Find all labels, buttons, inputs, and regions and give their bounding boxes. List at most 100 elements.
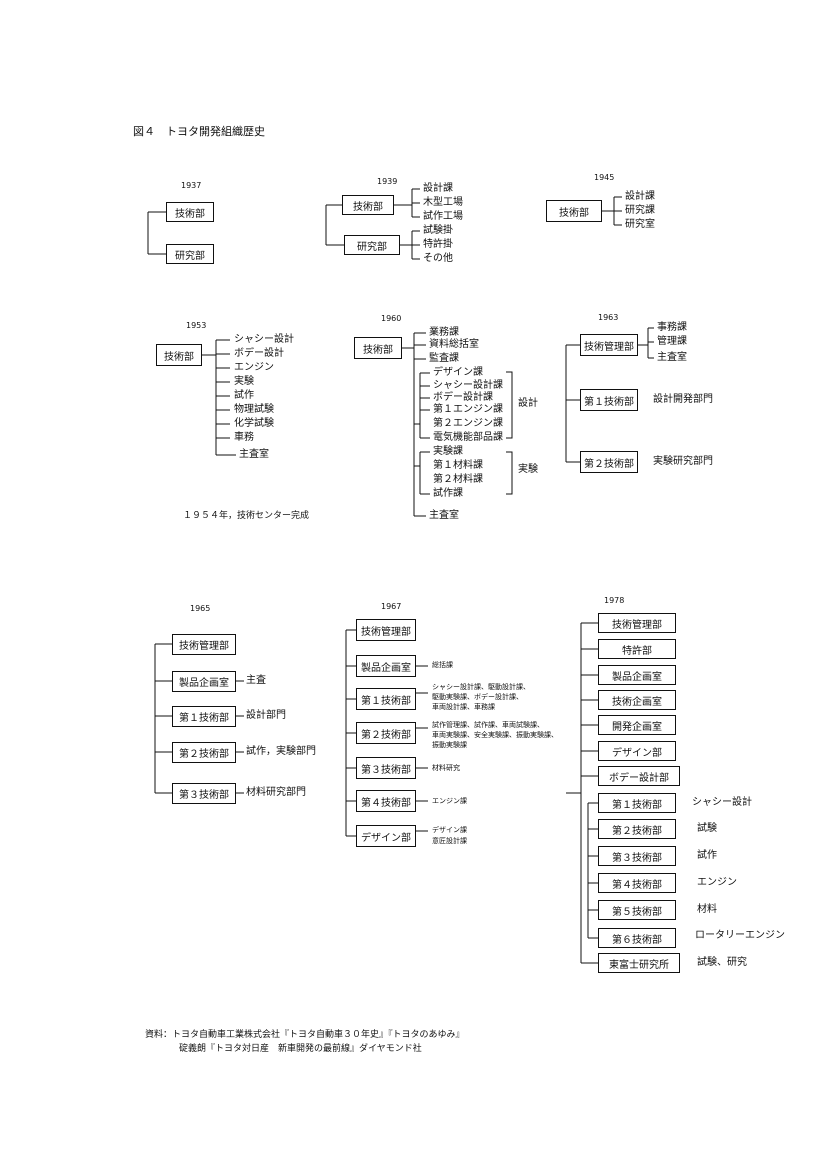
org-box-1978: デザイン部 bbox=[598, 741, 676, 761]
org-item-1939: 試作工場 bbox=[423, 211, 463, 222]
org-box-1963-tech-mgmt: 技術管理部 bbox=[580, 334, 638, 356]
org-box-1978: 第２技術部 bbox=[598, 819, 676, 839]
org-box-1939-research-dept: 研究部 bbox=[344, 235, 400, 255]
org-box-1978: ボデー設計部 bbox=[598, 766, 680, 786]
org-item-1953: シャシー設計 bbox=[234, 334, 294, 345]
org-box-1967: 第３技術部 bbox=[356, 757, 416, 779]
org-box-1978: 技術企画室 bbox=[598, 690, 676, 710]
org-note-1967: シャシー設計課、駆動設計課、 bbox=[432, 683, 530, 691]
org-note-1978: シャシー設計 bbox=[692, 797, 752, 808]
org-box-1978: 東富士研究所 bbox=[598, 953, 680, 973]
group-label-design: 設計 bbox=[518, 398, 538, 409]
org-note-1967: デザイン課 bbox=[432, 826, 467, 834]
org-note-1967: 駆動実験課、ボデー設計課、 bbox=[432, 693, 523, 701]
org-item-1960-exp: 実験課 bbox=[433, 446, 463, 457]
org-item-1939: 特許掛 bbox=[423, 239, 453, 250]
org-box-1978: 製品企画室 bbox=[598, 665, 676, 685]
org-box-1978: 第６技術部 bbox=[598, 928, 676, 948]
source-line-2: 碇義朗『トヨタ対日産 新車開発の最前線』ダイヤモンド社 bbox=[179, 1044, 422, 1054]
org-box-1978: 第４技術部 bbox=[598, 873, 676, 893]
org-box-1978: 第１技術部 bbox=[598, 793, 676, 813]
org-box-1939-tech-dept: 技術部 bbox=[342, 195, 394, 215]
org-item-1960-chief: 主査室 bbox=[429, 510, 459, 521]
org-box-1967: デザイン部 bbox=[356, 825, 416, 847]
org-note-1967: 車両設計課、車務課 bbox=[432, 703, 495, 711]
bracket-experiment bbox=[506, 451, 513, 495]
org-item-1960-design: 第２エンジン課 bbox=[433, 418, 503, 429]
org-box-1967: 技術管理部 bbox=[356, 619, 416, 641]
org-item-1960-design: 第１エンジン課 bbox=[433, 404, 503, 415]
org-note-1967: 振動実験課 bbox=[432, 741, 467, 749]
org-item-1960-design: デザイン課 bbox=[433, 367, 483, 378]
year-label-1945: 1945 bbox=[594, 173, 615, 182]
org-note-1978: 材料 bbox=[697, 904, 717, 915]
org-note-1967: エンジン課 bbox=[432, 797, 467, 805]
year-label-1939: 1939 bbox=[377, 177, 398, 186]
year-label-1967: 1967 bbox=[381, 602, 402, 611]
org-item-1960-exp: 第２材料課 bbox=[433, 474, 483, 485]
org-note-1978: 試作 bbox=[697, 850, 717, 861]
org-item-1963: 事務課 bbox=[657, 322, 687, 333]
org-box-1965: 第２技術部 bbox=[172, 742, 236, 763]
group-label-experiment: 実験 bbox=[518, 464, 538, 475]
org-item-1945: 研究室 bbox=[625, 219, 655, 230]
org-note-1978: 試験、研究 bbox=[697, 957, 747, 968]
year-label-1963: 1963 bbox=[598, 313, 619, 322]
org-box-1967: 第１技術部 bbox=[356, 688, 416, 710]
org-box-1953-tech-dept: 技術部 bbox=[156, 344, 202, 366]
org-item-1960: 監査課 bbox=[429, 353, 459, 364]
org-item-1945: 研究課 bbox=[625, 205, 655, 216]
org-item-1953-chief: 主査室 bbox=[239, 449, 269, 460]
org-note-1967: 試作管理課、試作課、車両試験課、 bbox=[432, 721, 544, 729]
org-item-1953: 試作 bbox=[234, 390, 254, 401]
org-item-1939: 設計課 bbox=[423, 183, 453, 194]
year-label-1978: 1978 bbox=[604, 596, 625, 605]
org-item-1963: 管理課 bbox=[657, 336, 687, 347]
org-box-1978: 開発企画室 bbox=[598, 715, 676, 735]
year-label-1937: 1937 bbox=[181, 181, 202, 190]
org-item-1960-exp: 試作課 bbox=[433, 488, 463, 499]
org-note-1967: 意匠設計課 bbox=[432, 837, 467, 845]
org-box-1978: 技術管理部 bbox=[598, 613, 676, 633]
org-item-1953: 化学試験 bbox=[234, 418, 274, 429]
org-note-1978: エンジン bbox=[697, 877, 737, 888]
org-box-1978: 第５技術部 bbox=[598, 900, 676, 920]
org-box-1937-tech-dept: 技術部 bbox=[166, 202, 214, 222]
org-note-1965: 主査 bbox=[246, 675, 266, 686]
org-item-1960: 資料総括室 bbox=[429, 339, 479, 350]
org-box-1967: 製品企画室 bbox=[356, 655, 416, 677]
org-item-1960-design: 電気機能部品課 bbox=[433, 432, 503, 443]
org-box-1965: 技術管理部 bbox=[172, 634, 236, 655]
org-item-1960: 業務課 bbox=[429, 327, 459, 338]
org-box-1960-tech-dept: 技術部 bbox=[354, 337, 402, 359]
org-item-1953: エンジン bbox=[234, 362, 274, 373]
org-item-1953: 実験 bbox=[234, 376, 254, 387]
org-item-1953: 車務 bbox=[234, 432, 254, 443]
year-label-1965: 1965 bbox=[190, 604, 211, 613]
org-box-1963-tech1: 第１技術部 bbox=[580, 389, 638, 411]
note-1954-tech-center: １９５４年，技術センター完成 bbox=[183, 511, 310, 521]
year-label-1960: 1960 bbox=[381, 314, 402, 323]
bracket-design bbox=[506, 371, 513, 439]
org-box-1967: 第２技術部 bbox=[356, 722, 416, 744]
org-box-1937-research-dept: 研究部 bbox=[166, 244, 214, 264]
org-item-1960-design: シャシー設計課 bbox=[433, 380, 503, 391]
org-box-1963-tech2: 第２技術部 bbox=[580, 451, 638, 473]
figure-title: 図４ トヨタ開発組織歴史 bbox=[133, 125, 265, 138]
org-item-1945: 設計課 bbox=[625, 191, 655, 202]
year-label-1953: 1953 bbox=[186, 321, 207, 330]
org-item-1963: 主査室 bbox=[657, 352, 687, 363]
org-box-1965: 製品企画室 bbox=[172, 671, 236, 692]
org-note-1978: 試験 bbox=[697, 823, 717, 834]
org-item-1953: ボデー設計 bbox=[234, 348, 284, 359]
org-note-1965: 設計部門 bbox=[246, 710, 286, 721]
org-item-1939: 木型工場 bbox=[423, 197, 463, 208]
org-box-1965: 第１技術部 bbox=[172, 706, 236, 727]
org-box-1978: 特許部 bbox=[598, 639, 676, 659]
org-note-1967: 車両実験課、安全実験課、振動実験課、 bbox=[432, 731, 558, 739]
org-item-1960-exp: 第１材料課 bbox=[433, 460, 483, 471]
org-item-1939: その他 bbox=[423, 253, 453, 264]
org-item-1960-design: ボデー設計課 bbox=[433, 392, 493, 403]
source-line-1: 資料：トヨタ自動車工業株式会社『トヨタ自動車３０年史』『トヨタのあゆみ』 bbox=[145, 1030, 465, 1040]
